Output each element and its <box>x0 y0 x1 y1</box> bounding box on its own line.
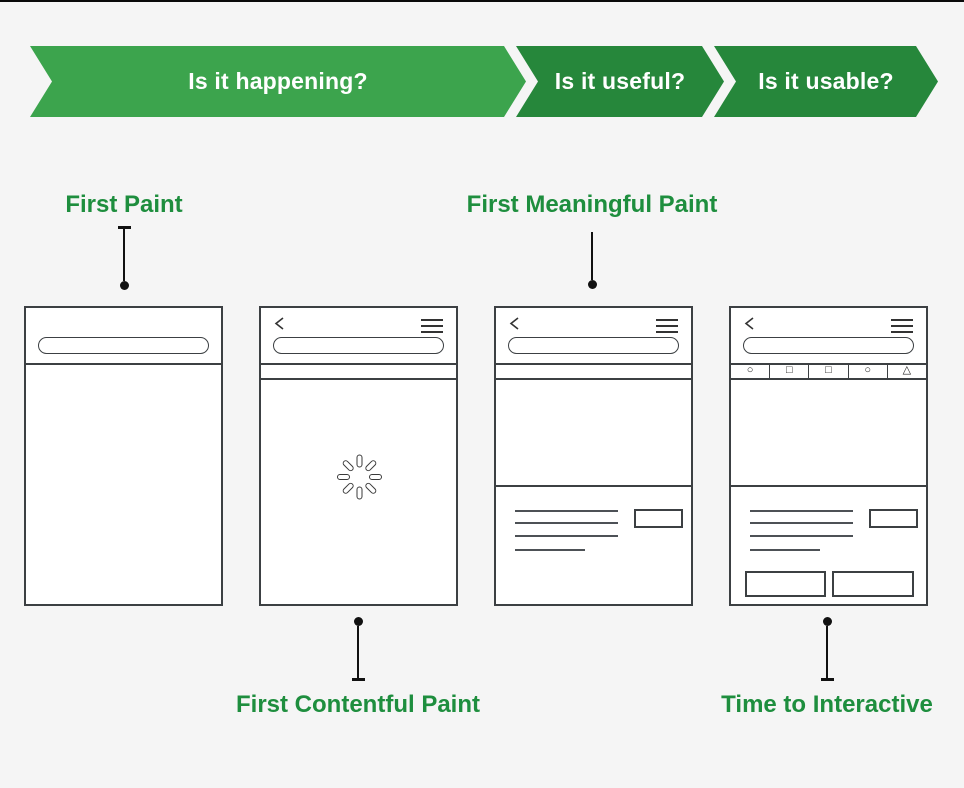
sub-header-band <box>496 363 691 380</box>
button-placeholder <box>745 571 826 597</box>
label-time-to-interactive: Time to Interactive <box>721 691 933 718</box>
ribbon-segment-happening: Is it happening? <box>30 46 526 117</box>
button-placeholder <box>869 509 918 528</box>
text-line-placeholder <box>750 522 853 524</box>
text-line-placeholder <box>515 549 585 551</box>
connector-dot <box>119 281 129 290</box>
wireframe-header <box>261 308 456 365</box>
square-icon: □ <box>808 363 847 378</box>
search-bar <box>273 337 444 354</box>
text-line-placeholder <box>515 535 618 537</box>
ribbon-segment-label: Is it useful? <box>554 68 686 94</box>
back-arrow-icon <box>744 317 754 330</box>
circle-icon: ○ <box>746 364 754 376</box>
connector-first-contentful-paint <box>346 617 370 681</box>
ribbon-segment-useful: Is it useful? <box>516 46 724 117</box>
search-bar <box>508 337 679 354</box>
triangle-icon: △ <box>886 363 926 378</box>
sub-header-band <box>261 363 456 380</box>
progress-ribbon: Is it happening? Is it useful? Is it usa… <box>0 46 964 117</box>
hamburger-menu-icon <box>421 319 443 337</box>
button-placeholder <box>832 571 914 597</box>
connector-line <box>825 626 829 678</box>
connector-line <box>590 232 594 280</box>
wireframe-header <box>26 308 221 365</box>
connector-line <box>122 229 126 281</box>
phone-frame-first-paint <box>24 306 223 606</box>
text-line-placeholder <box>515 510 618 512</box>
connector-line <box>356 626 360 678</box>
phone-frame-first-meaningful-paint <box>494 306 693 606</box>
back-arrow-icon <box>509 317 519 330</box>
connector-cap <box>820 678 834 681</box>
connector-cap <box>351 678 365 681</box>
text-line-placeholder <box>750 535 853 537</box>
phone-frame-time-to-interactive: ○ □ □ ○ △ <box>729 306 928 606</box>
connector-first-meaningful-paint <box>580 232 604 289</box>
wireframe-header <box>731 308 926 365</box>
ribbon-segment-label: Is it happening? <box>188 68 368 94</box>
connector-first-paint <box>112 226 136 290</box>
text-line-placeholder <box>515 522 618 524</box>
label-first-meaningful-paint: First Meaningful Paint <box>466 191 718 218</box>
hero-placeholder <box>496 378 691 487</box>
hamburger-menu-icon <box>891 319 913 337</box>
ribbon-segment-usable: Is it usable? <box>714 46 938 117</box>
search-bar <box>743 337 914 354</box>
square-icon: □ <box>769 363 808 378</box>
ribbon-segment-label: Is it usable? <box>758 68 894 94</box>
connector-dot <box>822 617 832 626</box>
label-first-contentful-paint: First Contentful Paint <box>236 691 480 718</box>
back-arrow-icon <box>274 317 284 330</box>
button-placeholder <box>634 509 683 528</box>
toolbar-band: ○ □ □ ○ △ <box>731 363 926 380</box>
hero-placeholder <box>731 378 926 487</box>
phone-frame-first-contentful-paint <box>259 306 458 606</box>
loading-spinner-icon <box>336 454 382 500</box>
connector-dot <box>353 617 363 626</box>
connector-dot <box>587 280 597 289</box>
text-line-placeholder <box>750 510 853 512</box>
text-line-placeholder <box>750 549 820 551</box>
wireframe-header <box>496 308 691 365</box>
label-first-paint: First Paint <box>65 191 183 218</box>
search-bar <box>38 337 209 354</box>
hamburger-menu-icon <box>656 319 678 337</box>
connector-cap <box>117 226 131 229</box>
connector-time-to-interactive <box>815 617 839 681</box>
circle-icon: ○ <box>847 363 887 378</box>
top-border <box>0 0 964 2</box>
